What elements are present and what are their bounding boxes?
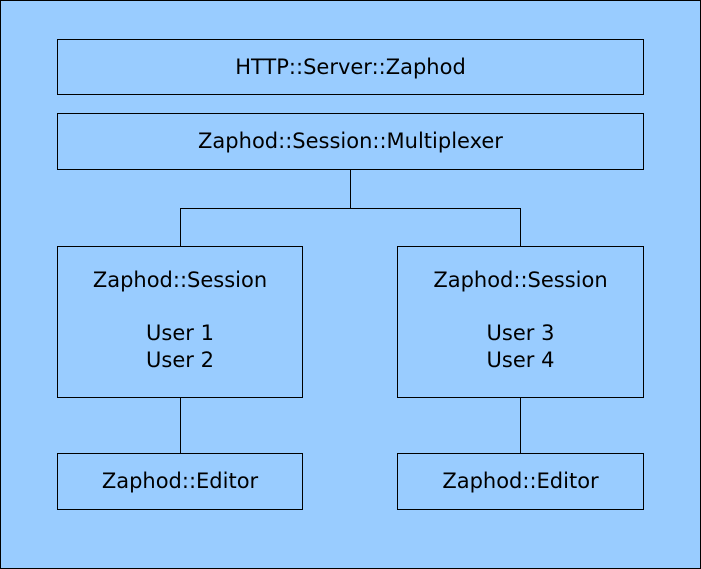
connector-session-right-editor (520, 397, 521, 454)
multiplexer-label: Zaphod::Session::Multiplexer (198, 129, 503, 153)
session-right-user: User 3 (486, 321, 555, 345)
connector-branch-left (180, 208, 181, 247)
session-left-box: Zaphod::Session User 1 User 2 (57, 246, 303, 398)
session-left-user: User 2 (146, 348, 214, 372)
connector-multiplexer-down (350, 169, 351, 209)
editor-right-box: Zaphod::Editor (397, 453, 644, 510)
session-right-user: User 4 (486, 348, 555, 372)
session-right-title: Zaphod::Session (433, 268, 608, 292)
multiplexer-box: Zaphod::Session::Multiplexer (57, 113, 644, 170)
editor-right-label: Zaphod::Editor (442, 469, 599, 493)
connector-session-left-editor (180, 397, 181, 454)
connector-branch-horizontal (180, 208, 521, 209)
editor-left-label: Zaphod::Editor (101, 469, 259, 493)
session-right-box: Zaphod::Session User 3 User 4 (397, 246, 644, 398)
session-left-user: User 1 (146, 321, 214, 345)
server-box: HTTP::Server::Zaphod (57, 39, 644, 95)
server-label: HTTP::Server::Zaphod (235, 54, 466, 79)
session-left-title: Zaphod::Session (92, 268, 268, 292)
editor-left-box: Zaphod::Editor (57, 453, 303, 510)
connector-branch-right (520, 208, 521, 247)
